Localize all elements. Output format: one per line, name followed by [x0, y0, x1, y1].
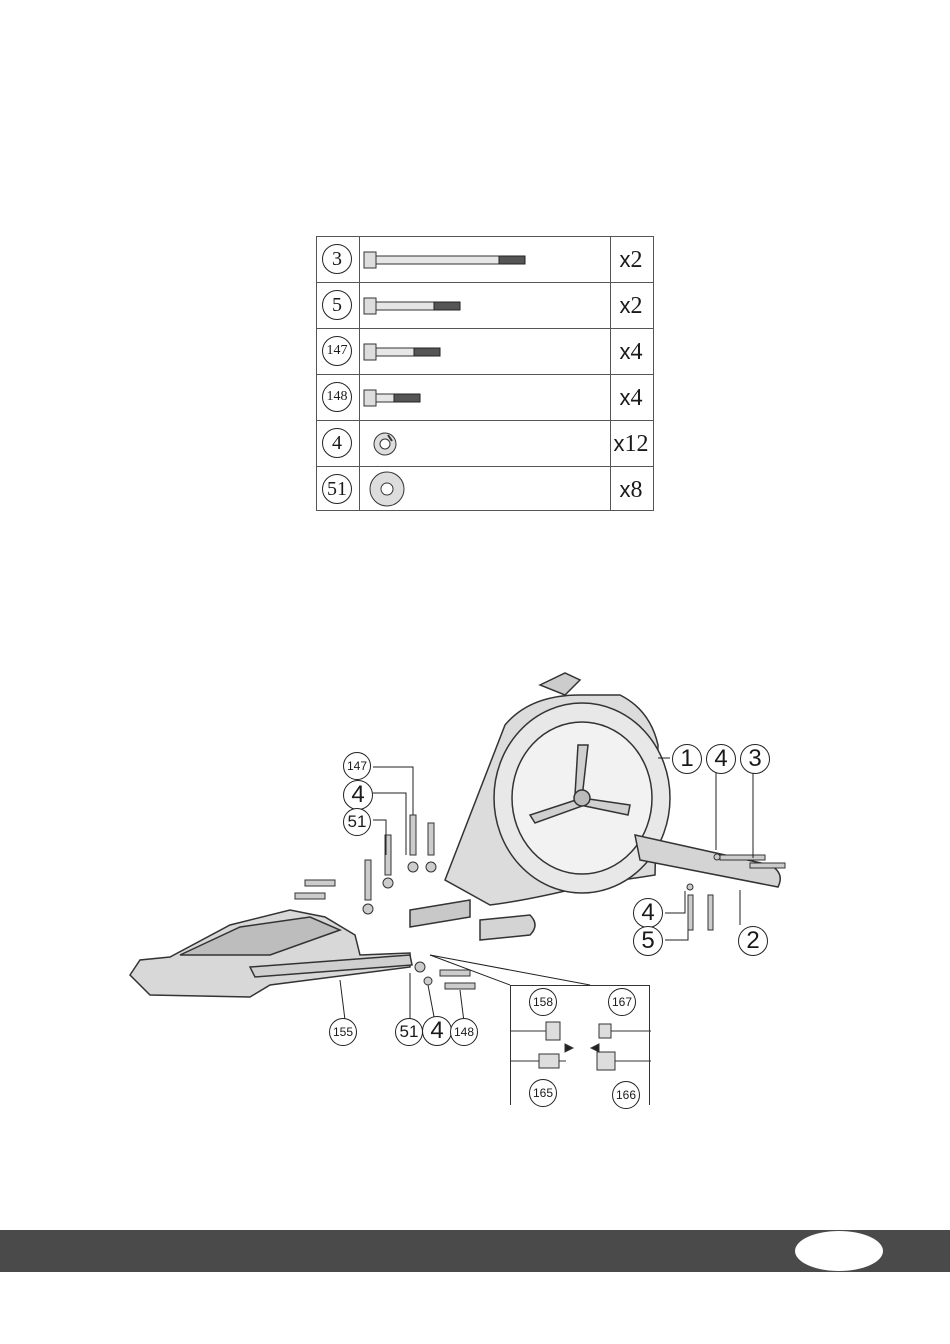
- callout-158: 158: [529, 988, 557, 1016]
- callout-51: 51: [395, 1018, 423, 1046]
- shorter-bolt-icon: [361, 375, 601, 421]
- part-number: 3: [322, 244, 352, 274]
- long-bolt-icon: [361, 237, 601, 283]
- callout-167: 167: [608, 988, 636, 1016]
- callout-4: 4: [633, 898, 663, 928]
- part-number: 4: [322, 428, 352, 458]
- callout-166: 166: [612, 1081, 640, 1109]
- part-number: 147: [322, 336, 352, 366]
- part-quantity: x8: [609, 467, 653, 512]
- part-quantity: x2: [609, 237, 653, 282]
- callout-2: 2: [738, 926, 768, 956]
- callout-51: 51: [343, 808, 371, 836]
- callout-147: 147: [343, 752, 371, 780]
- part-number: 51: [322, 474, 352, 504]
- callout-148: 148: [450, 1018, 478, 1046]
- callout-3: 3: [740, 744, 770, 774]
- part-number: 5: [322, 290, 352, 320]
- connector-detail-inset: 158 167 165 166: [510, 985, 650, 1105]
- parts-row: 148 x4: [317, 375, 653, 421]
- part-quantity: x4: [609, 329, 653, 374]
- hardware-parts-table: 3 x2 5 x2 147 x4 148: [316, 236, 654, 511]
- callout-155: 155: [329, 1018, 357, 1046]
- callout-4: 4: [343, 780, 373, 810]
- medium-bolt-icon: [361, 283, 601, 329]
- parts-row: 4 x12: [317, 421, 653, 467]
- spring-washer-icon: [361, 421, 601, 467]
- parts-row: 5 x2: [317, 283, 653, 329]
- callout-1: 1: [672, 744, 702, 774]
- callout-5: 5: [633, 926, 663, 956]
- part-quantity: x12: [609, 421, 653, 466]
- parts-row: 147 x4: [317, 329, 653, 375]
- short-bolt-icon: [361, 329, 601, 375]
- assembly-illustration: [110, 655, 830, 1115]
- parts-row: 3 x2: [317, 237, 653, 283]
- flat-washer-icon: [361, 467, 601, 513]
- part-quantity: x2: [609, 283, 653, 328]
- callout-4: 4: [706, 744, 736, 774]
- part-quantity: x4: [609, 375, 653, 420]
- parts-row: 51 x8: [317, 467, 653, 512]
- page-number: [795, 1231, 883, 1271]
- callout-4: 4: [422, 1016, 452, 1046]
- part-number: 148: [322, 382, 352, 412]
- callout-165: 165: [529, 1079, 557, 1107]
